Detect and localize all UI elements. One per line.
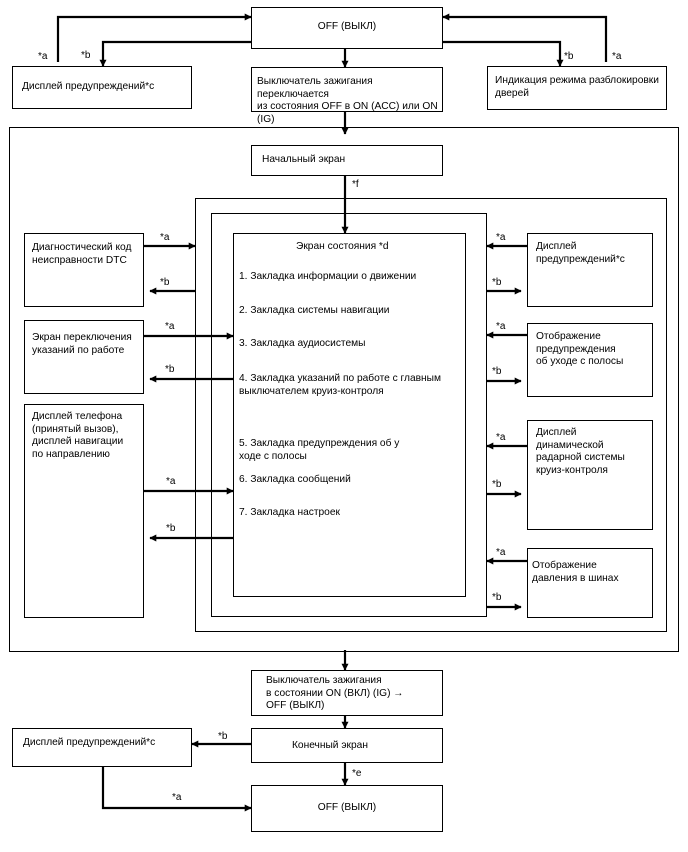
edge-off-top-to-warn <box>99 40 251 67</box>
warn-right-text: Дисплей предупреждений*c <box>536 241 625 265</box>
label-a-guide: *a <box>165 321 175 332</box>
edge-off-top-to-unlock <box>443 40 564 67</box>
tab-5: 5. Закладка предупреждения об у ходе с п… <box>239 438 400 462</box>
radar-box: Дисплей динамической радарной системы кр… <box>527 420 653 530</box>
label-a-lane: *a <box>496 321 506 332</box>
lane-warn-text: Отображение предупреждения об уходе с по… <box>536 331 624 368</box>
off-top-text: OFF (ВЫКЛ) <box>317 21 377 32</box>
status-inner-frame <box>211 213 487 617</box>
dtc-box: Диагностический код неисправности DTC <box>24 233 144 307</box>
ignition-on-box: Выключатель зажигания переключается из с… <box>251 67 443 125</box>
dtc-text: Диагностический код неисправности DTC <box>32 242 132 266</box>
edge-unlock-to-off-top <box>442 13 608 62</box>
warn-left-bottom-text: Дисплей предупреждений*c <box>23 737 156 748</box>
work-guide-text: Экран переключения указаний по работе <box>32 332 132 356</box>
label-b-bottom: *b <box>218 731 228 742</box>
edge-warn-to-off-top <box>56 13 252 62</box>
label-b-warn-right: *b <box>492 277 502 288</box>
tab-7: 7. Закладка настроек <box>239 507 340 518</box>
label-b-top-left: *b <box>81 50 91 61</box>
warn-left-top-text: Дисплей предупреждений*c <box>22 81 155 92</box>
label-a-top-right: *a <box>612 51 622 62</box>
initial-screen-box: Начальный экран <box>251 145 443 176</box>
main-frame <box>9 127 679 652</box>
unlock-mode-box: Индикация режима разблокировки дверей <box>487 66 667 110</box>
phone-nav-text: Дисплей телефона (принятый вызов), диспл… <box>32 411 124 460</box>
tab-4: 4. Закладка указаний по работе с главным… <box>239 373 442 397</box>
status-title: Экран состояния *d <box>296 241 389 252</box>
label-b-phone: *b <box>166 523 176 534</box>
final-screen-box: Конечный экран <box>251 728 443 763</box>
lane-warn-box: Отображение предупреждения об уходе с по… <box>527 323 653 397</box>
label-b-top-right: *b <box>564 51 574 62</box>
label-b-tire: *b <box>492 592 502 603</box>
warn-left-top-box: Дисплей предупреждений*c <box>12 66 192 109</box>
label-a-tire: *a <box>496 547 506 558</box>
status-screen-box: Экран состояния *d 1. Закладка информаци… <box>233 233 466 597</box>
label-a-bottom: *a <box>172 792 182 803</box>
label-e: *e <box>352 768 362 779</box>
tab-3: 3. Закладка аудиосистемы <box>239 338 366 349</box>
label-a-phone: *a <box>166 476 176 487</box>
tab-1: 1. Закладка информации о движении <box>239 271 417 282</box>
label-a-dtc: *a <box>160 232 170 243</box>
label-a-top-left: *a <box>38 51 48 62</box>
ignition-off-box: Выключатель зажигания в состоянии ON (ВК… <box>251 670 443 716</box>
label-a-warn-right: *a <box>496 232 506 243</box>
tire-box: Отображение давления в шинах <box>527 548 653 618</box>
phone-nav-box: Дисплей телефона (принятый вызов), диспл… <box>24 404 144 618</box>
edge-warn-to-off-bottom <box>101 767 252 812</box>
work-guide-box: Экран переключения указаний по работе <box>24 320 144 394</box>
warn-right-box: Дисплей предупреждений*c <box>527 233 653 307</box>
label-f: *f <box>352 179 359 190</box>
final-screen-text: Конечный экран <box>292 740 368 751</box>
warn-left-bottom-box: Дисплей предупреждений*c <box>12 728 192 767</box>
tab-2: 2. Закладка системы навигации <box>239 305 390 316</box>
status-outer-frame <box>195 198 667 632</box>
ignition-on-text: Выключатель зажигания переключается из с… <box>257 76 438 125</box>
off-bottom-box: OFF (ВЫКЛ) <box>251 785 443 832</box>
tire-text: Отображение давления в шинах <box>532 560 619 584</box>
tab-6: 6. Закладка сообщений <box>239 474 351 485</box>
label-b-guide: *b <box>165 364 175 375</box>
ignition-off-text: Выключатель зажигания в состоянии ON (ВК… <box>266 675 404 712</box>
label-b-radar: *b <box>492 479 502 490</box>
label-b-dtc: *b <box>160 277 170 288</box>
off-top-box: OFF (ВЫКЛ) <box>251 7 443 49</box>
unlock-mode-text: Индикация режима разблокировки дверей <box>495 75 659 99</box>
off-bottom-text: OFF (ВЫКЛ) <box>317 802 377 813</box>
initial-screen-text: Начальный экран <box>262 154 346 165</box>
label-b-lane: *b <box>492 366 502 377</box>
label-a-radar: *a <box>496 432 506 443</box>
radar-text: Дисплей динамической радарной системы кр… <box>536 427 625 476</box>
